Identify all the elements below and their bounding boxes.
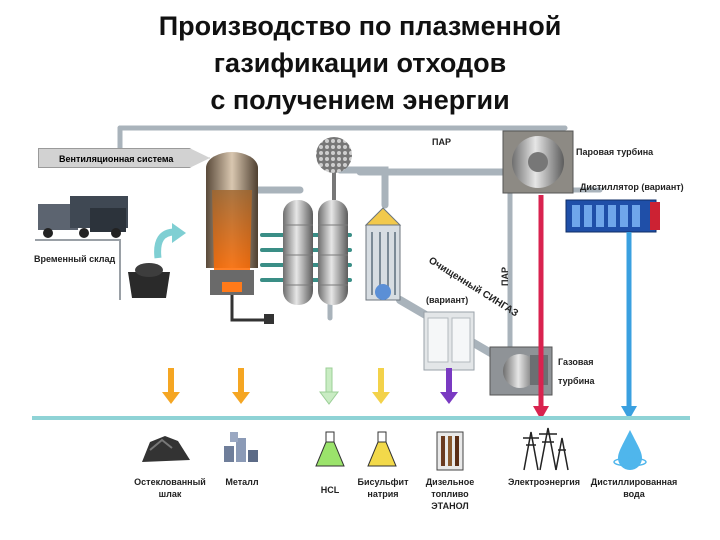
plasma-reactor	[206, 152, 274, 324]
gas-turbine-label-1: Газовая	[558, 357, 594, 367]
steam-turbine-label: Паровая турбина	[576, 147, 654, 157]
output-electricity: Электроэнергия	[507, 477, 580, 487]
ventilation-system-label: Вентиляционная система	[38, 148, 210, 168]
water-drop-icon	[613, 430, 647, 470]
metal-icon	[224, 432, 258, 462]
steam-top-label: ПАР	[432, 137, 451, 147]
variant-cabinet	[423, 311, 475, 371]
syngas-label: Очищенный СИНГАЗ	[426, 255, 520, 319]
temporary-storage-label: Временный склад	[34, 254, 116, 264]
heat-exchanger	[364, 207, 402, 301]
curved-arrow-icon	[154, 223, 186, 259]
hcl-flask-icon	[315, 431, 345, 467]
title-line-2: газификации отходов	[213, 48, 507, 78]
steam-turbine	[502, 130, 574, 194]
slag-icon	[142, 436, 190, 462]
gas-cleaning-sphere	[316, 137, 352, 200]
power-tower-icon	[523, 427, 569, 471]
scrubber-columns	[283, 200, 348, 305]
output-metal: Металл	[225, 477, 259, 487]
distiller-label: Дистиллятор (вариант)	[580, 182, 684, 192]
page-title: Производство по плазменной газификации о…	[60, 8, 660, 119]
bisulfite-flask-icon	[367, 431, 397, 467]
gas-turbine-label-2: турбина	[558, 376, 595, 386]
output-arrows	[162, 367, 458, 405]
steam-side-label: ПАР	[500, 267, 510, 286]
title-line-3: с получением энергии	[210, 85, 510, 115]
truck-icon	[38, 196, 128, 238]
variant-label: (вариант)	[426, 295, 469, 305]
distiller	[565, 199, 660, 233]
waste-bin-icon	[128, 263, 170, 298]
fuel-tubes-icon	[436, 431, 464, 471]
output-hcl: HCL	[320, 485, 340, 495]
title-line-1: Производство по плазменной	[158, 11, 562, 41]
